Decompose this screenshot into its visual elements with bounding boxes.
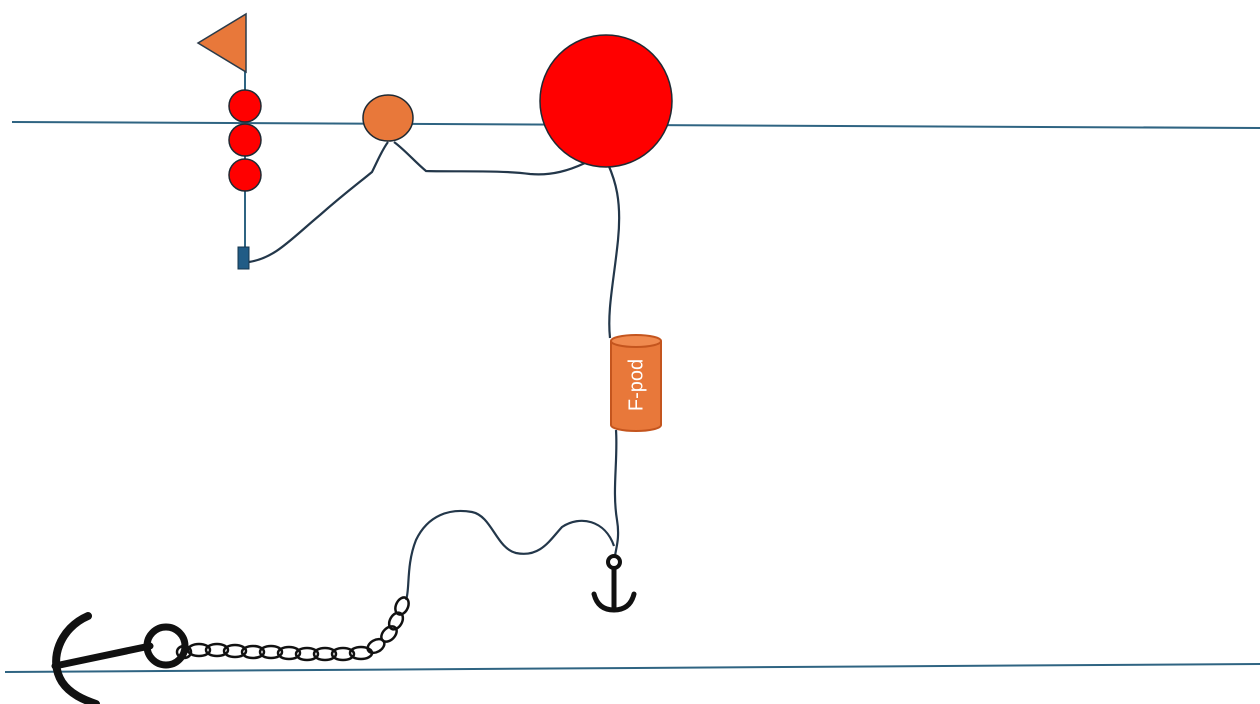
marker-float <box>228 123 262 157</box>
rope-float-to-anchor <box>606 163 621 557</box>
small-anchor-icon <box>591 554 637 613</box>
f-pod-device: F-pod <box>610 334 662 432</box>
anchor-chain <box>175 596 410 662</box>
rope-buoy-to-float <box>393 141 586 176</box>
flag-icon <box>196 12 247 74</box>
large-red-float <box>539 34 673 168</box>
seabed-line <box>4 663 1260 673</box>
pole-weight <box>237 246 250 270</box>
small-buoy <box>362 94 414 142</box>
marker-float <box>228 158 262 192</box>
rope-chain-to-anchor <box>404 509 616 601</box>
marker-float <box>228 89 262 123</box>
f-pod-label: F-pod <box>625 359 647 411</box>
rope-pole-to-buoy <box>248 141 389 264</box>
large-anchor-icon <box>51 612 189 704</box>
